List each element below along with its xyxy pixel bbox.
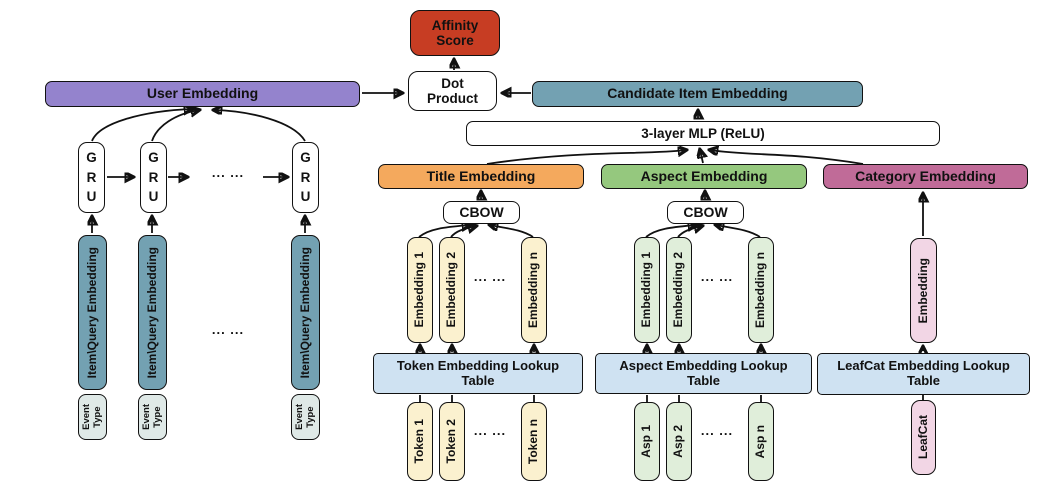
- item-query-embedding-label: Item\Query Embedding: [297, 246, 312, 379]
- aspect-embedding-cell-2: Embedding 2: [666, 237, 692, 343]
- gru-node-1: GRU: [78, 142, 105, 213]
- aspect-embedding-node: Aspect Embedding: [601, 164, 807, 189]
- item-query-embedding-node-n: Item\Query Embedding: [291, 235, 320, 390]
- event-type-node-1: Event Type: [78, 394, 107, 440]
- token-embedding-lookup-table: Token Embedding Lookup Table: [373, 353, 583, 394]
- title-embedding-cell-2: Embedding 2: [439, 237, 465, 343]
- aspect-embedding-cell-n: Embedding n: [748, 237, 774, 343]
- aspect-label: Asp 2: [671, 425, 686, 458]
- gru-label: GRU: [148, 150, 159, 205]
- affinity-score-node: Affinity Score: [410, 10, 500, 56]
- cbow-node-title: CBOW: [443, 201, 520, 224]
- embedding-cell-label: Embedding n: [526, 252, 541, 328]
- leafcat-label: LeafCat: [915, 415, 930, 460]
- mlp-node: 3-layer MLP (ReLU): [466, 121, 940, 146]
- embedding-cell-label: Embedding 2: [671, 252, 686, 328]
- gru-ellipsis: ... ...: [211, 165, 245, 180]
- leafcat-embedding-lookup-table: LeafCat Embedding Lookup Table: [817, 353, 1030, 395]
- gru-label: GRU: [86, 150, 97, 205]
- aspect-label: Asp n: [753, 424, 768, 459]
- leafcat-input: LeafCat: [911, 400, 936, 475]
- title-embedding-cell-n: Embedding n: [521, 237, 547, 343]
- event-type-label: Event Type: [293, 404, 316, 430]
- embedding-cell-label: Embedding n: [753, 252, 768, 328]
- event-type-node-2: Event Type: [138, 394, 167, 440]
- item-query-embedding-label: Item\Query Embedding: [84, 246, 99, 379]
- token-ellipsis: ... ...: [473, 423, 507, 438]
- title-embedding-cell-1: Embedding 1: [407, 237, 433, 343]
- token-label: Token n: [526, 418, 541, 465]
- user-embedding-node: User Embedding: [45, 81, 360, 107]
- item-query-embedding-label: Item\Query Embedding: [144, 246, 159, 379]
- token-label: Token 2: [444, 419, 459, 464]
- aspect-ellipsis: ... ...: [700, 423, 734, 438]
- gru-node-n: GRU: [292, 142, 319, 213]
- item-query-ellipsis: ... ...: [211, 322, 245, 337]
- token-input-2: Token 2: [439, 402, 465, 481]
- aspect-input-1: Asp 1: [634, 402, 660, 481]
- aspect-label: Asp 1: [639, 425, 654, 458]
- aspect-embedding-ellipsis: ... ...: [700, 269, 734, 284]
- gru-label: GRU: [300, 150, 311, 205]
- title-embedding-ellipsis: ... ...: [473, 269, 507, 284]
- candidate-item-embedding-node: Candidate Item Embedding: [532, 81, 863, 107]
- item-query-embedding-node-2: Item\Query Embedding: [138, 235, 167, 390]
- item-query-embedding-node-1: Item\Query Embedding: [78, 235, 107, 390]
- aspect-input-2: Asp 2: [666, 402, 692, 481]
- category-embedding-cell: Embedding: [910, 238, 937, 343]
- event-type-node-n: Event Type: [291, 394, 320, 440]
- category-embedding-node: Category Embedding: [823, 164, 1028, 189]
- aspect-embedding-cell-1: Embedding 1: [634, 237, 660, 343]
- dot-product-node: Dot Product: [408, 71, 497, 111]
- token-label: Token 1: [412, 419, 427, 464]
- embedding-cell-label: Embedding 1: [639, 252, 654, 328]
- aspect-embedding-lookup-table: Aspect Embedding Lookup Table: [595, 353, 812, 394]
- embedding-cell-label: Embedding 1: [412, 252, 427, 328]
- embedding-cell-label: Embedding: [915, 257, 930, 324]
- gru-node-2: GRU: [140, 142, 167, 213]
- event-type-label: Event Type: [80, 404, 103, 430]
- token-input-1: Token 1: [407, 402, 433, 481]
- embedding-cell-label: Embedding 2: [444, 252, 459, 328]
- event-type-label: Event Type: [140, 404, 163, 430]
- title-embedding-node: Title Embedding: [378, 164, 584, 189]
- aspect-input-n: Asp n: [748, 402, 774, 481]
- cbow-node-aspect: CBOW: [667, 201, 744, 224]
- token-input-n: Token n: [521, 402, 547, 481]
